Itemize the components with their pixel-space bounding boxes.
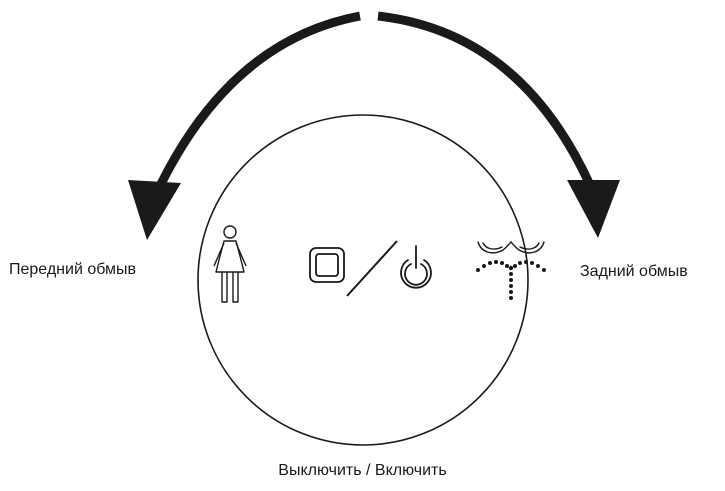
label-power-toggle: Выключить / Включить (278, 462, 447, 479)
arrow-left-head (128, 180, 181, 240)
arrow-right-rotation (377, 11, 620, 238)
arrow-left-rotation (128, 11, 361, 240)
stop-square-icon (309, 247, 345, 283)
label-rear-wash: Задний обмыв (580, 263, 688, 280)
label-front-wash: Передний обмыв (9, 261, 137, 278)
rear-wash-spray-icon (476, 241, 546, 300)
slash-separator (346, 240, 398, 297)
arrow-right-head (567, 180, 620, 238)
female-figure-icon (213, 225, 247, 303)
power-icon (400, 245, 432, 289)
knob-circle[interactable] (197, 114, 529, 446)
